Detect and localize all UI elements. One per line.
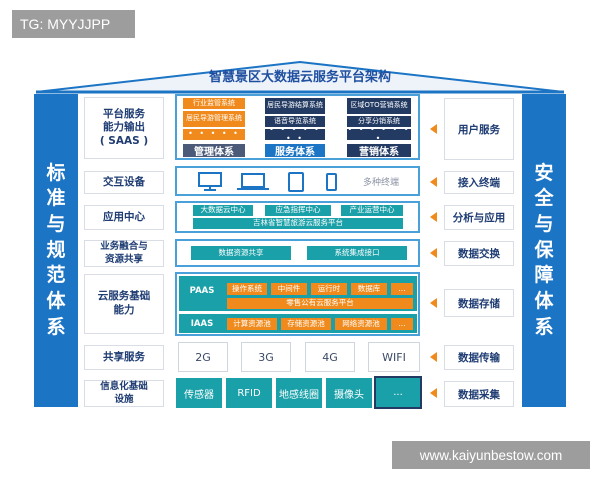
saas-item: 居民导游结算系统	[265, 98, 325, 114]
network-wifi: WIFI	[368, 342, 420, 372]
camera-tile: 摄像头	[326, 378, 372, 408]
roof-shape	[36, 60, 564, 94]
saas-item: 居民导游管理系统	[183, 111, 245, 127]
terminal-panel: 多种终端	[175, 166, 420, 196]
paas-item: ...	[391, 283, 413, 295]
paas-item: 操作系统	[227, 283, 267, 295]
security-pillar: 安 全 与 保 障 体 系	[522, 94, 566, 407]
multi-terminal-text: 多种终端	[363, 178, 400, 188]
monitor-icon	[198, 172, 222, 191]
network-row-label: 共享服务	[84, 345, 164, 370]
analysis-application-box: 分析与应用	[444, 205, 514, 230]
arrow-left-icon	[430, 388, 437, 398]
data-resource-sharing: 数据资源共享	[191, 246, 291, 260]
data-storage-box: 数据存储	[444, 289, 514, 317]
user-service-box: 用户服务	[444, 98, 514, 160]
rfid-tile: RFID	[226, 378, 272, 408]
data-exchange-box: 数据交换	[444, 241, 514, 266]
infra-row-label: 信息化基础 设施	[84, 380, 164, 407]
phone-icon	[326, 173, 337, 191]
cloud-row-label: 云服务基础 能力	[84, 274, 164, 334]
pillar-char: 系	[534, 315, 554, 338]
saas-item: 语音导览系统	[265, 116, 325, 127]
more-infra-tile: ...	[374, 376, 422, 409]
watermark-top: TG: MYYJJPP	[12, 10, 135, 38]
saas-item: • • • • •	[183, 129, 245, 140]
data-collection-box: 数据采集	[444, 381, 514, 407]
saas-item: • • • • • • •	[265, 125, 325, 142]
device-icons	[198, 172, 337, 192]
pillar-char: 全	[534, 187, 554, 210]
pillar-char: 范	[46, 264, 66, 287]
app-center-row-label: 应用中心	[84, 205, 164, 230]
paas-item: 数据库	[351, 283, 387, 295]
paas-label: PAAS	[189, 286, 215, 296]
arrow-left-icon	[430, 124, 437, 134]
fusion-row-label: 业务融合与 资源共享	[84, 240, 164, 267]
iaas-label: IAAS	[190, 318, 214, 329]
paas-item: 运行时	[311, 283, 347, 295]
terminal-row-label: 交互设备	[84, 171, 164, 194]
pillar-char: 障	[534, 264, 554, 287]
access-terminal-box: 接入终端	[444, 171, 514, 194]
paas-item: 中间件	[271, 283, 307, 295]
app-center-item: 应急指挥中心	[265, 205, 331, 216]
standards-pillar: 标 准 与 规 范 体 系	[34, 94, 78, 407]
network-4g: 4G	[305, 342, 355, 372]
pillar-char: 保	[534, 238, 554, 261]
arrow-left-icon	[430, 177, 437, 187]
ground-coil-tile: 地感线圈	[276, 378, 322, 408]
pillar-char: 规	[46, 238, 66, 261]
sensor-tile: 传感器	[176, 378, 222, 408]
arrow-left-icon	[430, 212, 437, 222]
iaas-item: ...	[391, 318, 413, 330]
app-center-item: 产业运营中心	[341, 205, 403, 216]
app-center-item: 大数据云中心	[193, 205, 253, 216]
arrow-left-icon	[430, 352, 437, 362]
pillar-char: 与	[46, 213, 66, 236]
management-system-label: 管理体系	[183, 144, 245, 158]
app-center-panel: 大数据云中心 应急指挥中心 产业运营中心 吉林省智慧旅游云服务平台	[175, 201, 420, 233]
saas-item: 区域OTO营销系统	[347, 98, 411, 114]
iaas-item: 存储资源池	[281, 318, 331, 330]
watermark-bottom: www.kaiyunbestow.com	[392, 441, 590, 469]
pillar-char: 标	[46, 161, 66, 184]
saas-item: • • • • • • •	[347, 124, 411, 143]
system-integration-interface: 系统集成接口	[307, 246, 407, 260]
iaas-item: 计算资源池	[227, 318, 277, 330]
pillar-char: 准	[46, 187, 66, 210]
saas-row-label: 平台服务 能力输出 ( SAAS )	[84, 97, 164, 159]
fusion-panel: 数据资源共享 系统集成接口	[175, 239, 420, 267]
saas-item: 分享分销系统	[347, 116, 411, 127]
laptop-icon	[237, 173, 269, 190]
pillar-char: 系	[46, 315, 66, 338]
saas-item: 行业监管系统	[183, 98, 245, 109]
tourism-cloud-platform-bar: 吉林省智慧旅游云服务平台	[193, 218, 403, 229]
cloud-panel: PAAS 操作系统 中间件 运行时 数据库 ... 零售公有云服务平台 IAAS…	[175, 272, 420, 336]
marketing-system-label: 营销体系	[347, 144, 411, 158]
network-2g: 2G	[178, 342, 228, 372]
pillar-char: 体	[46, 289, 66, 312]
network-3g: 3G	[241, 342, 291, 372]
diagram-title: 智慧景区大数据云服务平台架构	[208, 70, 391, 85]
iaas-item: 网络资源池	[335, 318, 387, 330]
saas-panel: 行业监管系统 居民导游管理系统 • • • • • 管理体系 居民导游结算系统 …	[175, 94, 420, 160]
pillar-char: 安	[534, 161, 554, 184]
tablet-icon	[288, 172, 304, 192]
pillar-char: 体	[534, 289, 554, 312]
service-system-label: 服务体系	[265, 144, 325, 158]
retail-public-cloud-bar: 零售公有云服务平台	[227, 298, 413, 309]
pillar-char: 与	[534, 213, 554, 236]
arrow-left-icon	[430, 248, 437, 258]
data-transmission-box: 数据传输	[444, 345, 514, 370]
arrow-left-icon	[430, 298, 437, 308]
